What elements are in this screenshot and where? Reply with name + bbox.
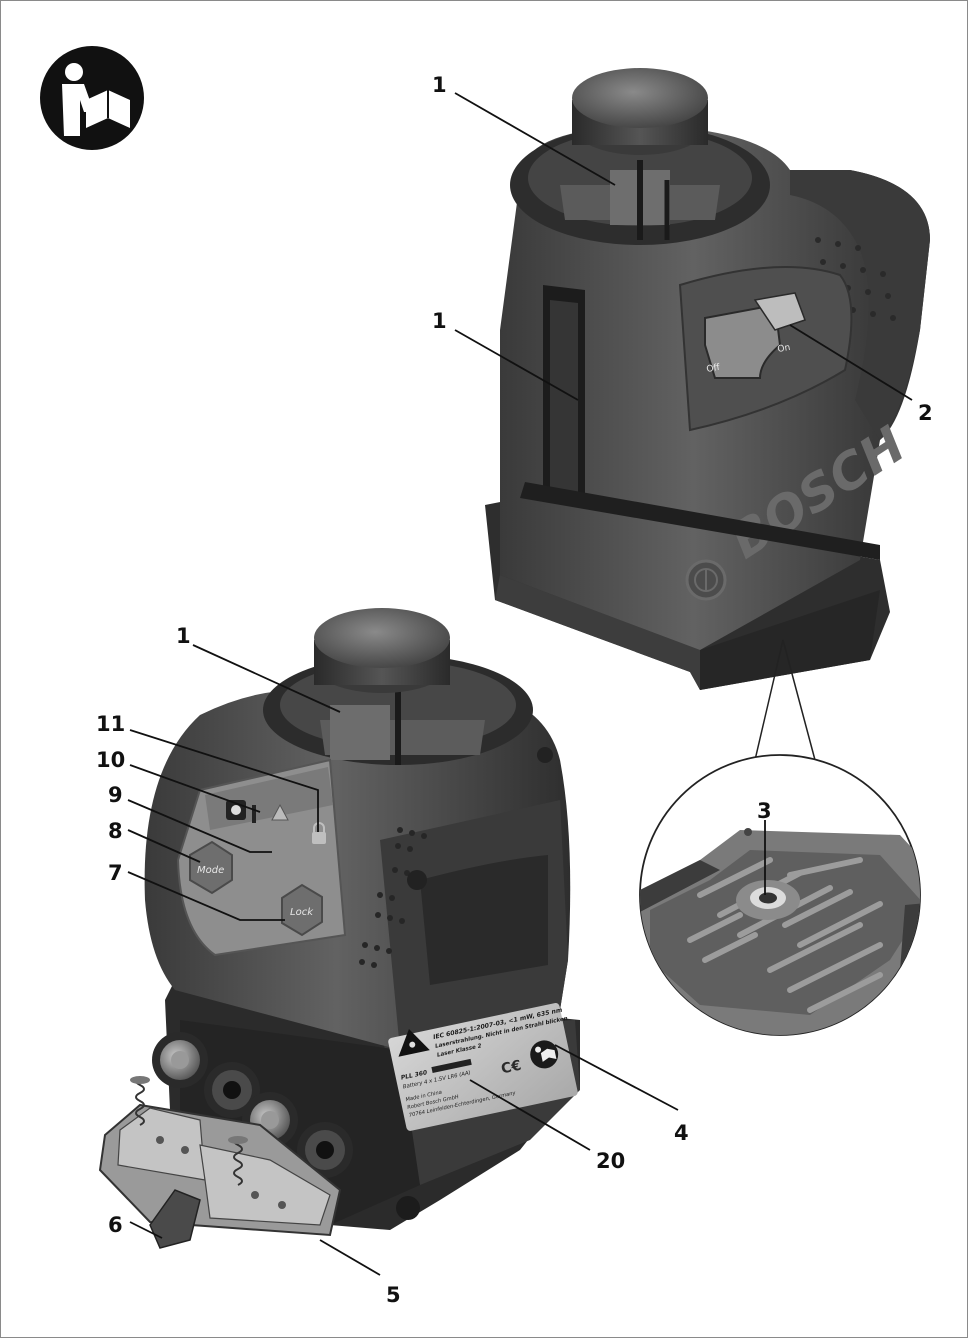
callout-8: 8 <box>108 819 123 843</box>
detail-magnifier <box>639 639 921 1036</box>
callout-11: 11 <box>96 712 125 736</box>
callout-10: 10 <box>96 748 125 772</box>
callout-1-top: 1 <box>432 73 447 97</box>
mode-button-label: Mode <box>197 865 224 876</box>
switch-off-label: Off <box>706 363 722 375</box>
bottom-device: Mode Lock IEC 60825-1:2007-03, <1 mW, 63… <box>98 608 580 1249</box>
leader-lines <box>127 92 913 1276</box>
rating-plate: IEC 60825-1:2007-03, <1 mW, 635 nm Laser… <box>388 1003 578 1131</box>
foot-left <box>152 1032 208 1088</box>
callout-labels: 1 1 2 3 4 20 5 6 7 8 9 10 11 1 <box>96 73 933 1307</box>
battery-latch[interactable] <box>149 1189 201 1249</box>
callout-20: 20 <box>596 1149 625 1173</box>
ce-mark-icon: C€ <box>500 1058 523 1078</box>
callout-1-window: 1 <box>432 309 447 333</box>
callout-1-bottom: 1 <box>176 624 191 648</box>
callout-7: 7 <box>108 861 123 885</box>
padlock-icon <box>312 822 326 844</box>
foot-right2 <box>297 1122 353 1178</box>
callout-2: 2 <box>918 401 933 425</box>
read-manual-icon <box>40 46 144 150</box>
lock-button[interactable]: Lock <box>281 883 323 937</box>
mode-button[interactable]: Mode <box>189 840 233 895</box>
lock-button-label: Lock <box>290 907 314 918</box>
top-device: Off On BOSCH <box>485 68 930 690</box>
callout-6: 6 <box>108 1213 123 1237</box>
callout-3: 3 <box>757 799 772 823</box>
switch-on-label: On <box>777 343 791 355</box>
tilt-warning-icon <box>271 803 289 821</box>
foot-mid <box>204 1062 260 1118</box>
callout-5: 5 <box>386 1283 401 1307</box>
callout-4: 4 <box>674 1121 689 1145</box>
callout-9: 9 <box>108 783 123 807</box>
battery-cover[interactable] <box>98 1076 342 1237</box>
